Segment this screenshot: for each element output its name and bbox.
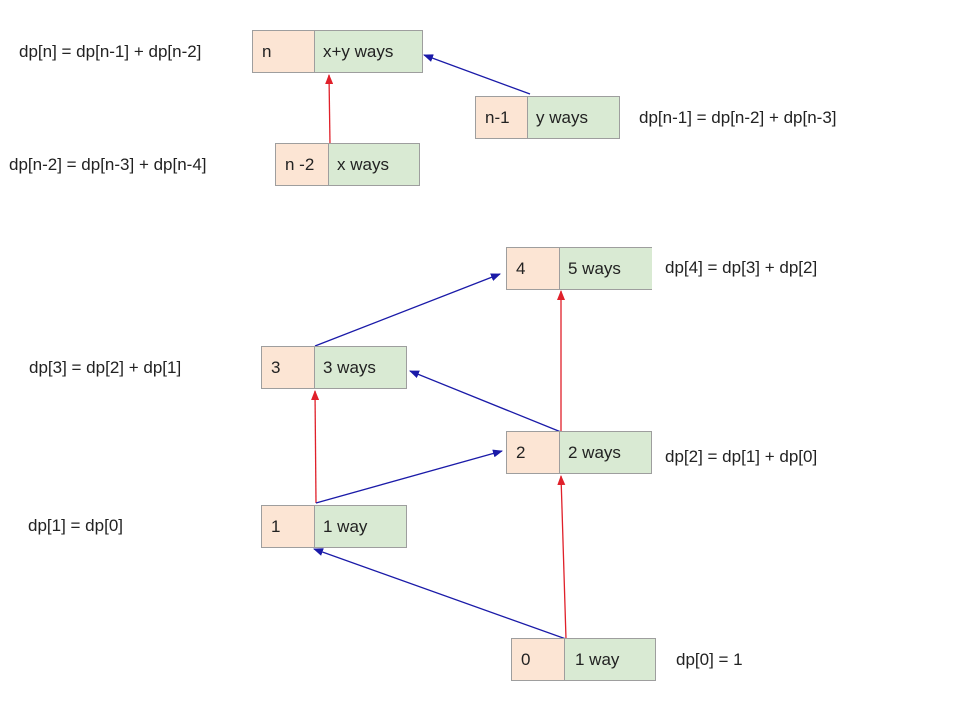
equation-1: dp[1] = dp[0] bbox=[28, 516, 123, 535]
node-1: 1 1 way bbox=[261, 505, 407, 548]
arrow-2-to-3 bbox=[409, 370, 562, 433]
node-index: 0 bbox=[512, 639, 565, 680]
arrow-0-to-2 bbox=[557, 475, 567, 640]
node-3: 3 3 ways bbox=[261, 346, 407, 389]
node-n-minus-2: n -2 x ways bbox=[275, 143, 420, 186]
node-ways: x ways bbox=[329, 144, 419, 185]
arrow-0-to-1 bbox=[313, 548, 567, 640]
node-ways: 5 ways bbox=[560, 248, 652, 289]
equation-n-minus-2: dp[n-2] = dp[n-3] + dp[n-4] bbox=[9, 155, 207, 174]
node-index: 4 bbox=[507, 248, 560, 289]
arrow-3-to-4 bbox=[314, 273, 501, 347]
arrow-1-to-3 bbox=[311, 390, 320, 504]
node-ways: 3 ways bbox=[315, 347, 406, 388]
node-index: n-1 bbox=[476, 97, 528, 138]
node-index: n bbox=[253, 31, 315, 72]
equation-3: dp[3] = dp[2] + dp[1] bbox=[29, 358, 182, 377]
node-n: n x+y ways bbox=[252, 30, 423, 73]
equation-4: dp[4] = dp[3] + dp[2] bbox=[665, 258, 818, 277]
node-ways: y ways bbox=[528, 97, 619, 138]
node-n-minus-1: n-1 y ways bbox=[475, 96, 620, 139]
node-2: 2 2 ways bbox=[506, 431, 652, 474]
equation-0: dp[0] = 1 bbox=[676, 650, 743, 669]
arrow-nm1-to-n bbox=[423, 54, 531, 95]
node-index: 3 bbox=[262, 347, 315, 388]
node-ways: 1 way bbox=[565, 639, 655, 680]
node-ways: 2 ways bbox=[560, 432, 651, 473]
arrow-1-to-2 bbox=[315, 449, 503, 504]
arrow-nm2-to-n bbox=[325, 74, 334, 146]
equation-n-minus-1: dp[n-1] = dp[n-2] + dp[n-3] bbox=[639, 108, 837, 127]
node-4: 4 5 ways bbox=[506, 247, 652, 290]
equation-n: dp[n] = dp[n-1] + dp[n-2] bbox=[19, 42, 202, 61]
node-index: 2 bbox=[507, 432, 560, 473]
equation-2: dp[2] = dp[1] + dp[0] bbox=[665, 447, 818, 466]
node-index: 1 bbox=[262, 506, 315, 547]
node-0: 0 1 way bbox=[511, 638, 656, 681]
node-ways: 1 way bbox=[315, 506, 406, 547]
node-ways: x+y ways bbox=[315, 31, 422, 72]
node-index: n -2 bbox=[276, 144, 329, 185]
